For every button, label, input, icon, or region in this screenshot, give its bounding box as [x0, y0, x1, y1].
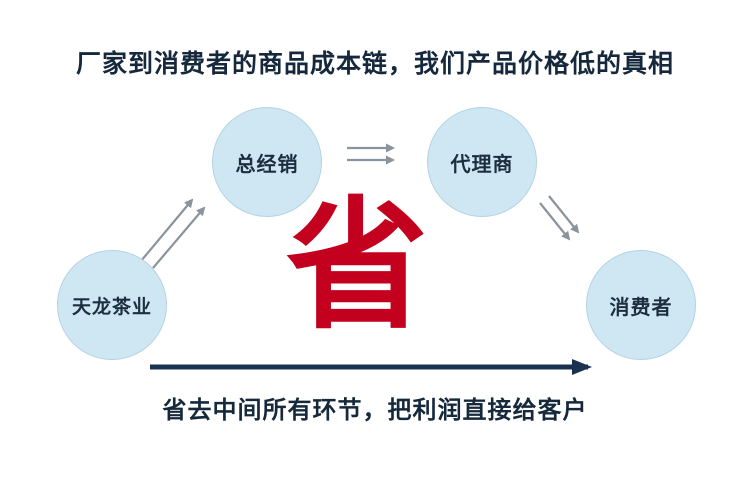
node-agent: 代理商: [427, 107, 537, 217]
node-company-label: 天龙茶业: [71, 295, 152, 318]
node-agent-label: 代理商: [450, 151, 514, 176]
arrow-distributor-to-agent-icon: [347, 143, 395, 165]
node-distributor-label: 总经销: [235, 151, 299, 176]
footer-tagline: 省去中间所有环节，把利润直接给客户: [162, 396, 588, 424]
node-company: 天龙茶业: [57, 250, 167, 360]
arrow-company-to-distributor-icon: [140, 198, 206, 269]
arrow-agent-to-consumer-icon: [539, 195, 580, 241]
diagram-title: 厂家到消费者的商品成本链，我们产品价格低的真相: [75, 49, 674, 78]
node-consumer-label: 消费者: [609, 294, 673, 319]
node-distributor: 总经销: [212, 107, 322, 217]
highlight-save-character: 省: [286, 184, 428, 349]
node-consumer: 消费者: [586, 250, 696, 360]
